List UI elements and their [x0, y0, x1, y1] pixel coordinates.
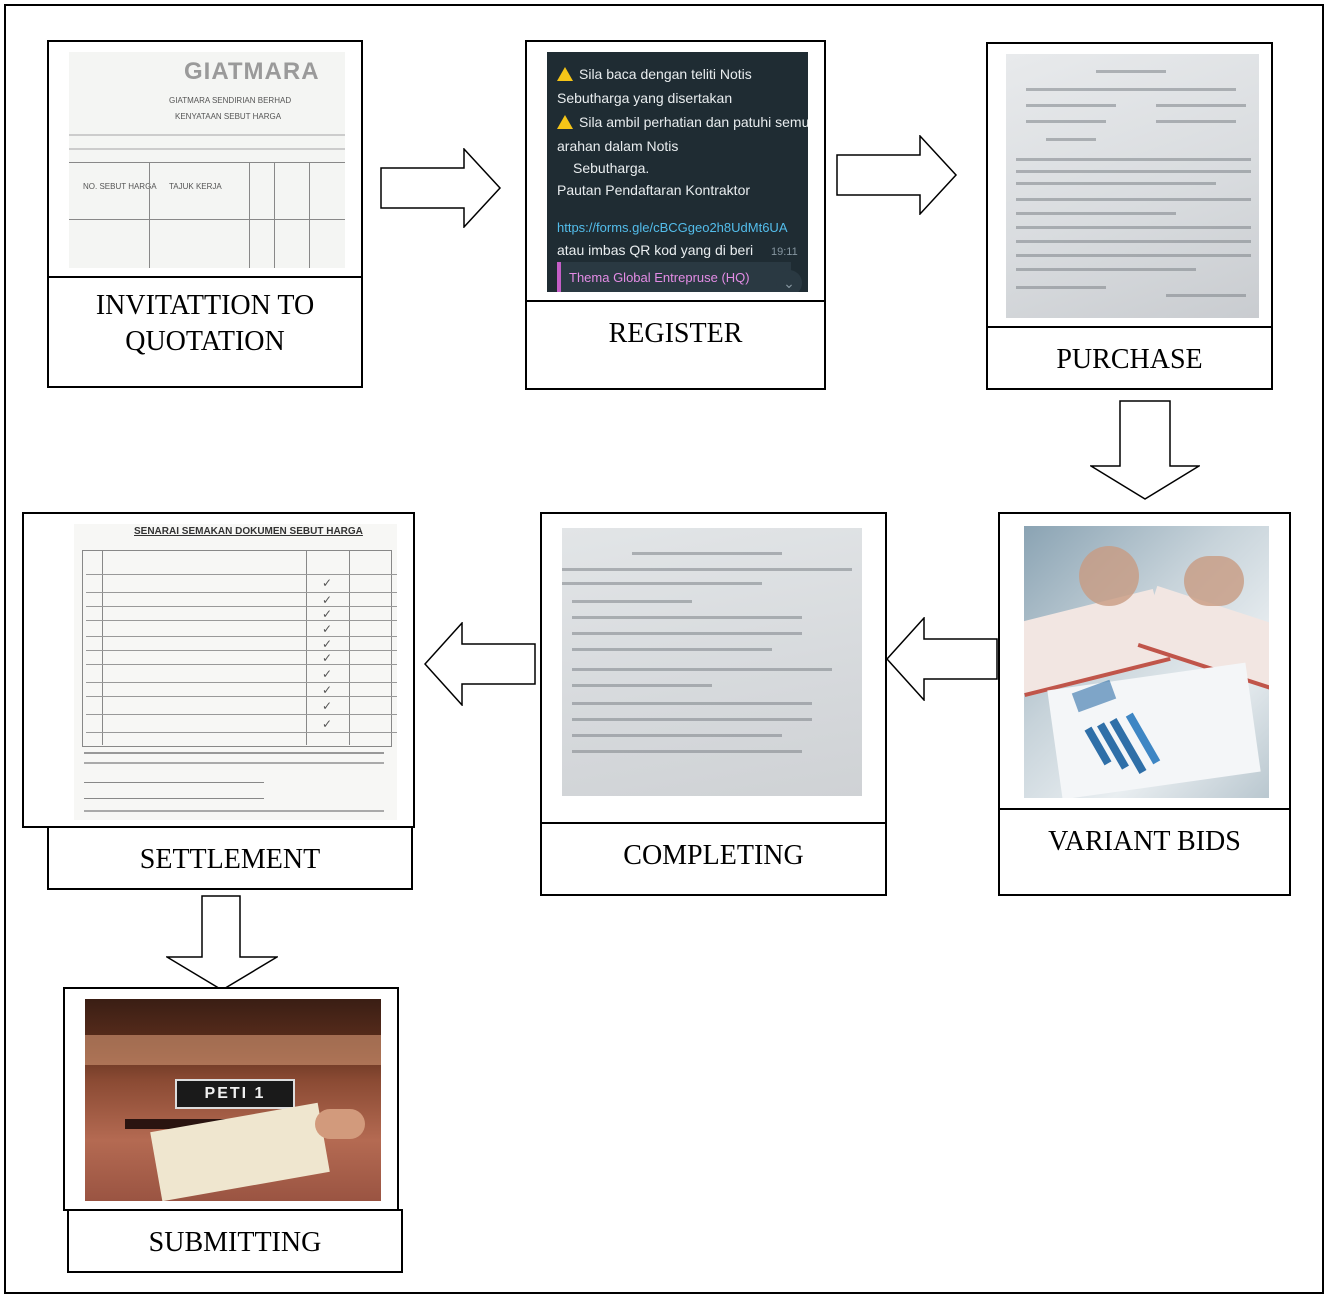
invitation-col2: TAJUK KERJA: [169, 182, 222, 191]
register-time: 19:11: [771, 246, 798, 258]
diagram-frame: [4, 4, 1324, 1294]
invitation-label-line2: QUOTATION: [125, 326, 285, 357]
register-label: REGISTER: [608, 318, 743, 349]
step-completing-label: COMPLETING: [540, 822, 887, 896]
invitation-heading: KENYATAAN SEBUT HARGA: [175, 112, 282, 121]
register-line5: Sebutharga.: [573, 160, 650, 176]
scroll-down-icon[interactable]: ⌄: [776, 270, 802, 292]
step-settlement-image: SENARAI SEMAKAN DOKUMEN SEBUT HARGA ✓ ✓ …: [22, 512, 415, 828]
register-chat-screenshot: Sila baca dengan teliti Notis Sebutharga…: [547, 52, 808, 292]
arrow-down-2: [166, 895, 278, 991]
settlement-label: SETTLEMENT: [139, 844, 321, 875]
step-register-label: REGISTER: [525, 300, 826, 390]
step-invitation-label: INVITATTION TO QUOTATION: [47, 276, 363, 388]
purchase-label: PURCHASE: [1056, 344, 1203, 375]
step-purchase-image: [986, 42, 1273, 328]
arrow-right-1: [380, 148, 502, 228]
step-completing-image: [540, 512, 887, 824]
step-register-image: Sila baca dengan teliti Notis Sebutharga…: [525, 40, 826, 302]
settlement-checklist-photo: SENARAI SEMAKAN DOKUMEN SEBUT HARGA ✓ ✓ …: [74, 524, 397, 820]
arrow-down-1: [1090, 400, 1200, 500]
invitation-label-line1: INVITATTION TO: [95, 290, 315, 321]
variant-bids-label: VARIANT BIDS: [1048, 826, 1241, 857]
register-line4: arahan dalam Notis: [557, 138, 679, 154]
arrow-left-2: [424, 622, 536, 706]
invitation-document-photo: GIATMARA GIATMARA SENDIRIAN BERHAD KENYA…: [69, 52, 345, 268]
step-submitting-label: SUBMITTING: [67, 1209, 403, 1273]
step-variant-bids-label: VARIANT BIDS: [998, 808, 1291, 896]
register-quoted-sender: Thema Global Entrepruse (HQ): [569, 270, 750, 285]
completing-label: COMPLETING: [623, 840, 804, 871]
step-variant-bids-image: [998, 512, 1291, 810]
register-line2: Sebutharga yang disertakan: [557, 90, 733, 106]
invitation-company: GIATMARA SENDIRIAN BERHAD: [169, 96, 292, 105]
submitting-label: SUBMITTING: [148, 1227, 322, 1258]
warning-icon: [557, 115, 573, 129]
register-quoted-message: Thema Global Entrepruse (HQ): [557, 262, 791, 292]
register-line7: atau imbas QR kod yang di beri: [557, 242, 754, 258]
warning-icon: [557, 67, 573, 81]
arrow-right-2: [836, 135, 958, 215]
giatmara-logo: GIATMARA: [184, 58, 320, 85]
arrow-left-1: [886, 617, 998, 701]
step-invitation-image: GIATMARA GIATMARA SENDIRIAN BERHAD KENYA…: [47, 40, 363, 278]
invitation-col1: NO. SEBUT HARGA: [83, 182, 157, 191]
register-line1: Sila baca dengan teliti Notis: [579, 66, 752, 82]
completing-document-photo: [562, 528, 862, 796]
register-link[interactable]: https://forms.gle/cBCGgeo2h8UdMt6UA: [557, 220, 788, 235]
step-purchase-label: PURCHASE: [986, 326, 1273, 390]
register-line6: Pautan Pendaftaran Kontraktor: [557, 182, 751, 198]
purchase-document-photo: [1006, 54, 1259, 318]
tender-box-label: PETI 1: [175, 1079, 295, 1109]
variant-bids-business-photo: [1024, 526, 1269, 798]
register-line3: Sila ambil perhatian dan patuhi semua: [579, 114, 808, 130]
settlement-heading: SENARAI SEMAKAN DOKUMEN SEBUT HARGA: [134, 526, 363, 537]
step-submitting-image: PETI 1: [63, 987, 399, 1211]
submitting-tender-box-photo: PETI 1: [85, 999, 381, 1201]
step-settlement-label: SETTLEMENT: [47, 826, 413, 890]
